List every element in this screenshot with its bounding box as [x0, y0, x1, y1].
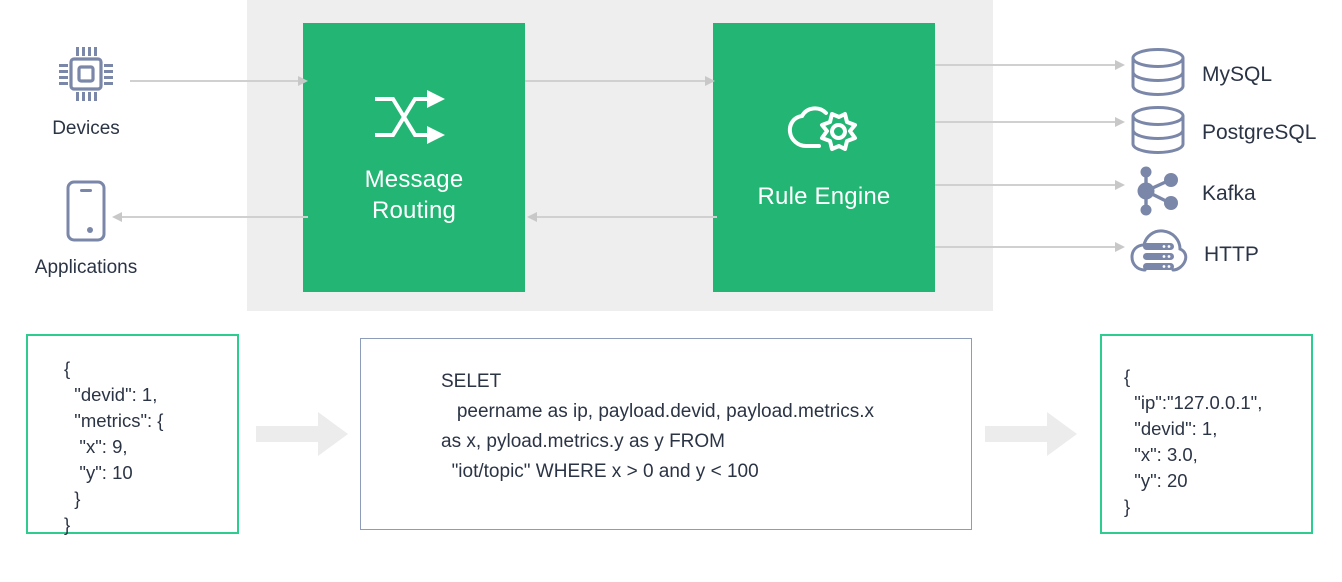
sink-node-kafka[interactable]: Kafka	[1130, 165, 1256, 222]
message-routing-box[interactable]: Message Routing	[303, 23, 525, 292]
chip-icon	[57, 45, 115, 108]
output-json-text: { "ip":"127.0.0.1", "devid": 1, "x": 3.0…	[1124, 366, 1263, 517]
sink-label-mysql: MySQL	[1202, 62, 1273, 86]
sql-rule-text: SELET peername as ip, payload.devid, pay…	[441, 371, 875, 482]
shuffle-arrows-icon	[375, 89, 453, 150]
mobile-phone-icon	[66, 180, 106, 247]
sql-rule-box[interactable]: SELET peername as ip, payload.devid, pay…	[360, 338, 972, 530]
rule-engine-label: Rule Engine	[757, 182, 891, 210]
sink-label-postgresql: PostgreSQL	[1202, 120, 1317, 144]
sink-node-mysql[interactable]: MySQL	[1130, 47, 1272, 102]
rule-engine-box[interactable]: Rule Engine	[713, 23, 935, 292]
message-routing-label-line1: Message	[364, 166, 464, 193]
source-node-devices[interactable]: Devices	[26, 45, 146, 140]
input-json-box[interactable]: { "devid": 1, "metrics": { "x": 9, "y": …	[26, 334, 239, 535]
database-cylinder-icon	[1130, 105, 1186, 160]
input-json-text: { "devid": 1, "metrics": { "x": 9, "y": …	[64, 358, 164, 535]
sink-label-kafka: Kafka	[1202, 181, 1256, 205]
block-arrow-right-icon	[985, 412, 1077, 456]
sink-node-http[interactable]: HTTP	[1130, 228, 1259, 281]
node-graph-icon	[1130, 165, 1186, 222]
source-node-applications[interactable]: Applications	[26, 180, 146, 279]
database-cylinder-icon	[1130, 47, 1186, 102]
message-routing-label-line2: Routing	[371, 197, 457, 224]
sink-node-postgresql[interactable]: PostgreSQL	[1130, 105, 1316, 160]
sink-label-http: HTTP	[1204, 242, 1259, 266]
output-json-box[interactable]: { "ip":"127.0.0.1", "devid": 1, "x": 3.0…	[1100, 334, 1313, 534]
block-arrow-right-icon	[256, 412, 348, 456]
cloud-gear-icon	[786, 104, 862, 167]
source-label-applications: Applications	[34, 257, 138, 278]
source-label-devices: Devices	[52, 118, 120, 139]
cloud-server-icon	[1130, 228, 1188, 281]
